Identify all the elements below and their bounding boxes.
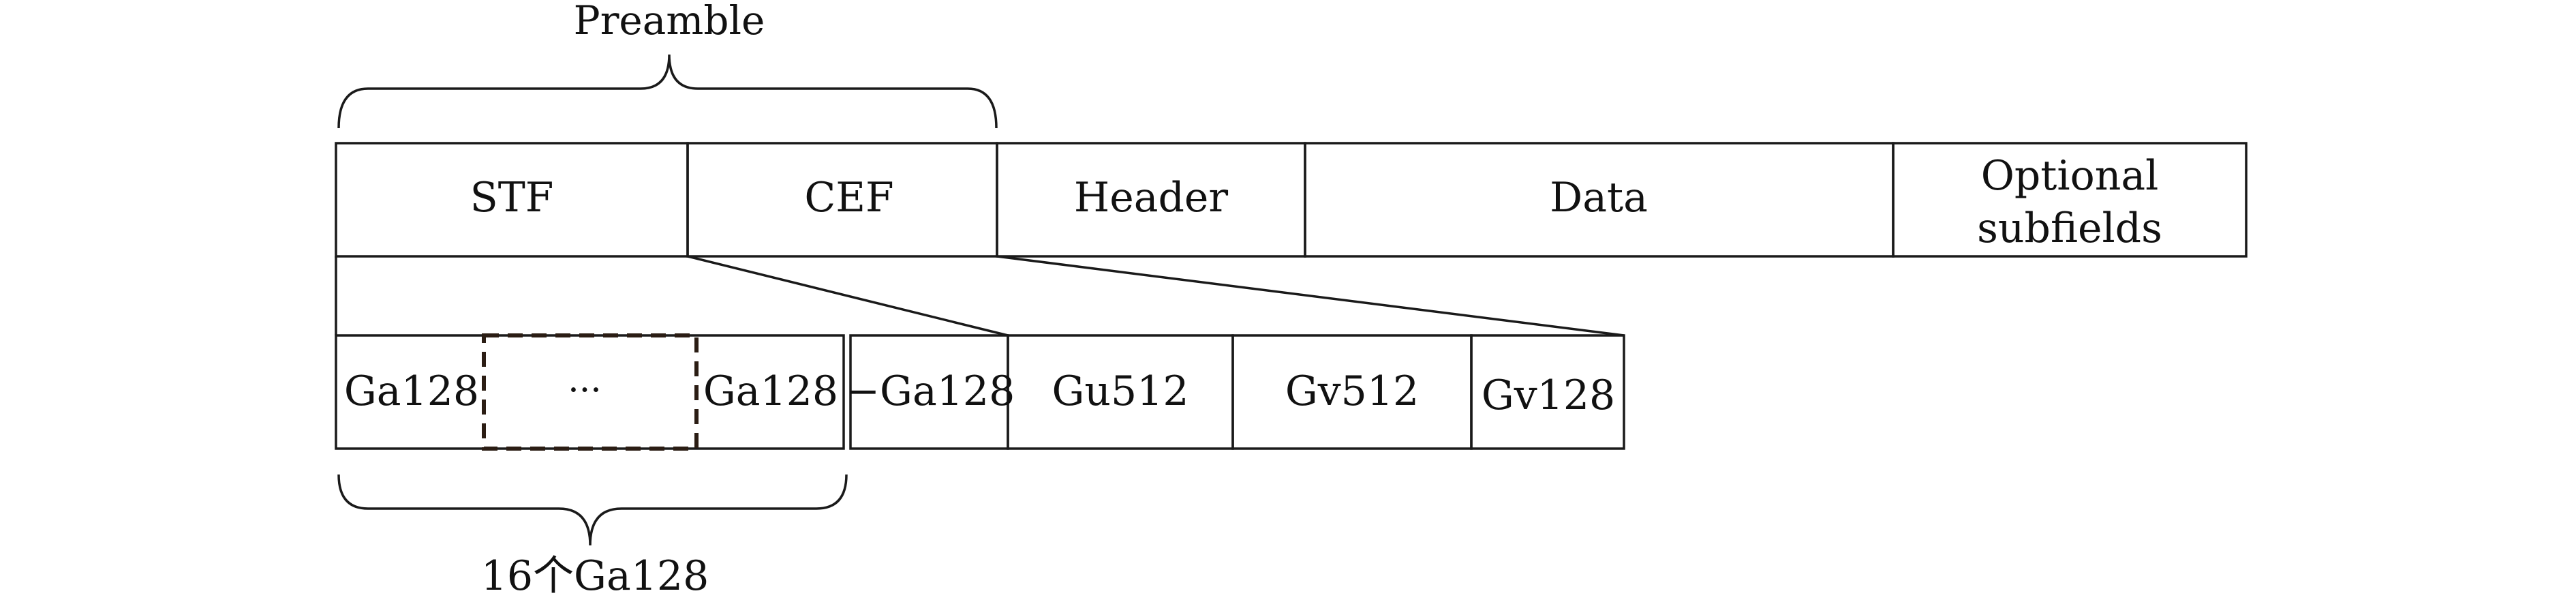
cef-end-connector — [996, 255, 1625, 337]
stf-ellipsis: ··· — [568, 370, 602, 411]
stf-first-ga128: Ga128 — [344, 367, 479, 415]
cef-gv128-label: Gv128 — [1482, 372, 1615, 419]
cef-label: CEF — [804, 174, 893, 222]
optional-label-line2: subfields — [1977, 205, 2162, 252]
optional-label-line1: Optional — [1981, 152, 2159, 200]
data-label: Data — [1550, 174, 1648, 222]
optional-subfields-field — [1892, 142, 2248, 258]
stf-count-brace — [337, 474, 848, 546]
stf-last-ga128: Ga128 — [703, 367, 838, 415]
cef-gv512-label: Gv512 — [1285, 367, 1419, 415]
cef-gv128-cell — [1470, 334, 1625, 450]
expansion-lines — [335, 255, 1625, 337]
header-label: Header — [1074, 174, 1229, 222]
stf-count-label: 16个Ga128 — [481, 552, 709, 600]
stf-label: STF — [470, 174, 554, 222]
preamble-label: Preamble — [574, 0, 765, 44]
preamble-brace — [337, 54, 998, 129]
cef-neg-ga128-label: −Ga128 — [846, 367, 1015, 415]
frame-row — [335, 142, 2248, 258]
cef-sequence — [849, 334, 1625, 450]
stf-repeat-dashed-box — [482, 333, 699, 451]
cef-gu512-label: Gu512 — [1052, 367, 1189, 415]
cef-start-connector — [687, 255, 1009, 337]
